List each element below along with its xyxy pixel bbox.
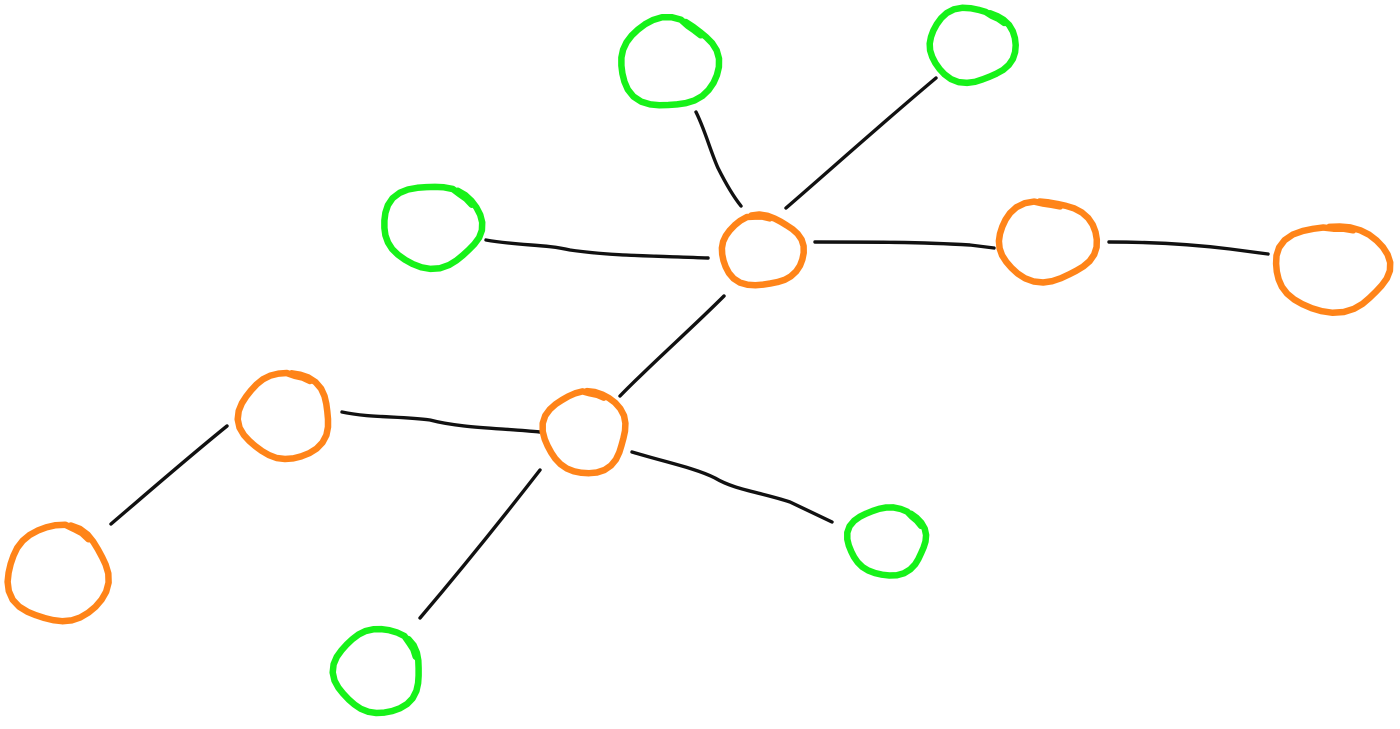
- edge-lower-bottom: [418, 468, 542, 620]
- node-leaf-mid-left: [381, 183, 486, 273]
- node-hub-lower: [539, 387, 629, 477]
- node-leaf-top-right: [926, 4, 1019, 87]
- edge-center-top-left: [694, 110, 743, 208]
- edge-center-right: [813, 240, 996, 250]
- nodes-layer: [4, 4, 1394, 717]
- edges-layer: [109, 76, 1270, 620]
- node-far-right: [1272, 223, 1394, 317]
- edge-center-top-right: [784, 76, 938, 210]
- node-hub-right: [995, 198, 1101, 286]
- node-hub-center: [718, 211, 807, 289]
- edge-lower-left: [340, 410, 542, 434]
- node-leaf-lower-right: [844, 504, 930, 579]
- edge-lower-lower-right: [630, 450, 834, 524]
- edge-center-mid-left: [484, 238, 710, 260]
- edge-left-far-left: [109, 424, 229, 526]
- node-far-left: [4, 521, 112, 625]
- node-hub-left: [234, 369, 332, 463]
- node-leaf-bottom: [329, 625, 422, 717]
- node-leaf-top-left: [618, 13, 723, 109]
- edge-center-lower: [618, 294, 726, 398]
- edge-right-far-right: [1107, 240, 1270, 256]
